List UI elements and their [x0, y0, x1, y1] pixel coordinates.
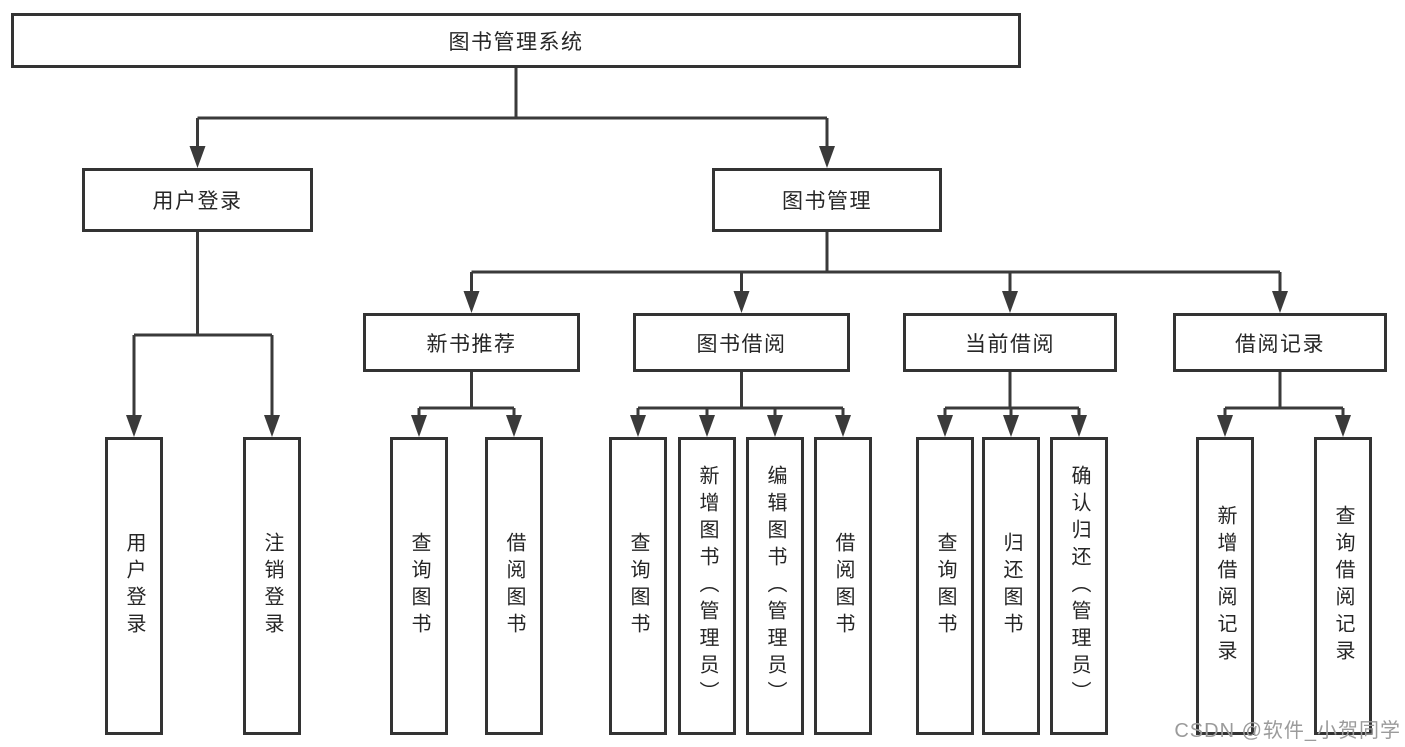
- leaf-confirm-return-admin-label: 确认归还（管理员）: [1068, 464, 1090, 708]
- leaf-query-books-borrowing-label: 查询图书: [627, 532, 649, 640]
- leaf-return-book: 归还图书: [982, 437, 1040, 735]
- node-new-book-recommendation-label: 新书推荐: [426, 332, 517, 356]
- node-borrowing-records: 借阅记录: [1173, 313, 1387, 372]
- node-book-borrowing-label: 图书借阅: [696, 332, 787, 356]
- leaf-borrow-books-borrowing-label: 借阅图书: [832, 532, 854, 640]
- leaf-borrow-books-recommend: 借阅图书: [485, 437, 543, 735]
- leaf-edit-book-admin: 编辑图书（管理员）: [746, 437, 804, 735]
- leaf-query-borrowing-record-label: 查询借阅记录: [1332, 505, 1354, 667]
- leaf-edit-book-admin-label: 编辑图书（管理员）: [764, 464, 786, 708]
- node-borrowing-records-label: 借阅记录: [1235, 332, 1325, 356]
- node-user-login-module-label: 用户登录: [152, 190, 243, 213]
- node-book-borrowing: 图书借阅: [633, 313, 850, 372]
- leaf-query-borrowing-record: 查询借阅记录: [1314, 437, 1372, 735]
- leaf-logout-label: 注销登录: [261, 532, 283, 640]
- leaf-add-borrowing-record: 新增借阅记录: [1196, 437, 1254, 735]
- node-book-management-module: 图书管理: [712, 168, 942, 232]
- node-current-borrowing: 当前借阅: [903, 313, 1117, 372]
- leaf-confirm-return-admin: 确认归还（管理员）: [1050, 437, 1108, 735]
- leaf-user-login: 用户登录: [105, 437, 163, 735]
- leaf-user-login-label: 用户登录: [123, 532, 145, 640]
- node-root-system: 图书管理系统: [11, 13, 1021, 68]
- node-book-management-module-label: 图书管理: [782, 190, 872, 213]
- leaf-add-book-admin: 新增图书（管理员）: [678, 437, 736, 735]
- leaf-add-book-admin-label: 新增图书（管理员）: [696, 464, 718, 708]
- leaf-borrow-books-borrowing: 借阅图书: [814, 437, 872, 735]
- leaf-query-books-current: 查询图书: [916, 437, 974, 735]
- csdn-watermark: CSDN @软件_小贺同学: [1174, 720, 1401, 742]
- node-current-borrowing-label: 当前借阅: [965, 332, 1055, 356]
- leaf-return-book-label: 归还图书: [1000, 532, 1022, 640]
- node-new-book-recommendation: 新书推荐: [363, 313, 580, 372]
- leaf-add-borrowing-record-label: 新增借阅记录: [1214, 505, 1236, 667]
- leaf-borrow-books-recommend-label: 借阅图书: [503, 532, 525, 640]
- leaf-query-books-current-label: 查询图书: [934, 532, 956, 640]
- leaf-query-books-borrowing: 查询图书: [609, 437, 667, 735]
- node-root-system-label: 图书管理系统: [448, 30, 584, 54]
- node-user-login-module: 用户登录: [82, 168, 313, 232]
- leaf-query-books-recommend-label: 查询图书: [408, 532, 430, 640]
- leaf-query-books-recommend: 查询图书: [390, 437, 448, 735]
- leaf-logout: 注销登录: [243, 437, 301, 735]
